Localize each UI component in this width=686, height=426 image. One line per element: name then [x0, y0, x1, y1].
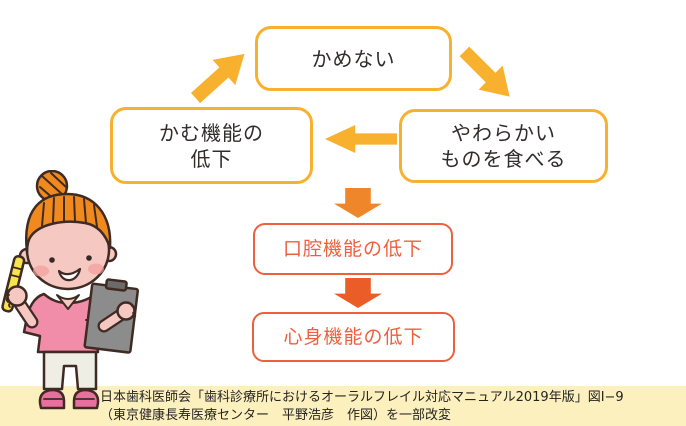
- box-oral-function-decline-label: 口腔機能の低下: [282, 237, 423, 260]
- right-arm: [97, 301, 137, 333]
- ear: [18, 247, 36, 265]
- pants: [42, 350, 98, 391]
- arrow-down-red-icon: [334, 278, 382, 308]
- clipboard: [83, 278, 139, 354]
- arrow-down-orange-icon: [334, 188, 382, 218]
- v-neck: [56, 294, 80, 310]
- blush: [33, 265, 49, 277]
- eye: [86, 255, 92, 261]
- box-cannot-chew: かめない: [255, 26, 452, 91]
- box-cannot-chew-label: かめない: [311, 46, 396, 71]
- box-chewing-function-decline: かむ機能の 低下: [110, 107, 313, 184]
- box-mind-body-function-decline: 心身機能の低下: [252, 312, 455, 362]
- source-caption-line1: 日本歯科医師会「歯科診療所におけるオーラルフレイル対応マニュアル2019年版」図…: [100, 390, 624, 405]
- box-mind-body-function-decline-label: 心身機能の低下: [283, 325, 424, 348]
- face: [25, 209, 111, 291]
- hair: [24, 192, 112, 254]
- blush: [88, 263, 104, 275]
- source-caption-line2: （東京健康長寿医療センター 平野浩彦 作図）を一部改変: [100, 408, 452, 424]
- box-chewing-function-decline-line2: 低下: [190, 146, 233, 171]
- arrow-left-icon: [325, 125, 397, 153]
- box-eat-soft-foods-line2: ものを食べる: [440, 147, 567, 171]
- left-arm: [5, 285, 39, 329]
- box-oral-function-decline: 口腔機能の低下: [253, 223, 453, 275]
- dental-hygienist-illustration: [1, 170, 139, 410]
- source-caption: 日本歯科医師会「歯科診療所におけるオーラルフレイル対応マニュアル2019年版」図…: [100, 389, 680, 425]
- box-eat-soft-foods: やわらかい ものを食べる: [399, 109, 608, 183]
- caption-band: [0, 386, 686, 426]
- eye: [49, 257, 55, 263]
- smiling-mouth: [57, 267, 82, 282]
- yellow-pen: [1, 255, 26, 313]
- arrow-up-right-icon: [184, 41, 256, 111]
- hair-fringe-lines: [41, 196, 98, 228]
- chest-pocket: [85, 319, 99, 335]
- hair-bun: [35, 170, 69, 203]
- box-chewing-function-decline-line1: かむ機能の: [159, 120, 264, 145]
- box-eat-soft-foods-line1: やわらかい: [451, 121, 556, 145]
- scrub-top: [22, 292, 114, 354]
- ear: [100, 245, 118, 263]
- arrow-down-right-icon: [452, 39, 522, 109]
